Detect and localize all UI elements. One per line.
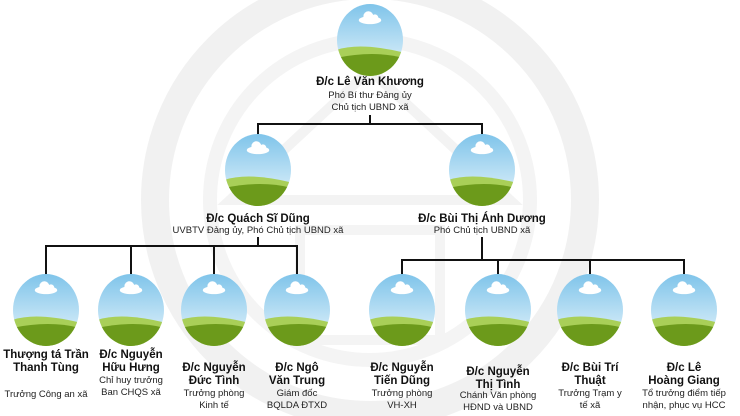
person-placeholder-landscape-icon <box>651 274 717 346</box>
member-name: Đ/c Quách Sĩ Dũng <box>206 213 310 225</box>
person-placeholder-landscape-icon <box>181 274 247 346</box>
person-placeholder-landscape-icon <box>465 274 531 346</box>
member-name: Đ/c Lê Văn Khương <box>316 76 424 88</box>
member-role: Trưởng Công an xã <box>4 389 88 400</box>
member-name: Đ/c Bùi Thị Ánh Dương <box>418 213 546 225</box>
member-role: UVBTV Đảng ủy, Phó Chủ tịch UBND xã <box>172 225 344 236</box>
member-role: Phó Chủ tịch UBND xã <box>433 225 531 236</box>
person-placeholder-landscape-icon <box>98 274 164 346</box>
person-placeholder-landscape-icon <box>264 274 330 346</box>
person-placeholder-landscape-icon <box>369 274 435 346</box>
person-placeholder-landscape-icon <box>557 274 623 346</box>
person-placeholder-landscape-icon <box>13 274 79 346</box>
person-placeholder-landscape-icon <box>225 134 291 206</box>
person-placeholder-landscape-icon <box>337 4 403 76</box>
person-placeholder-landscape-icon <box>449 134 515 206</box>
